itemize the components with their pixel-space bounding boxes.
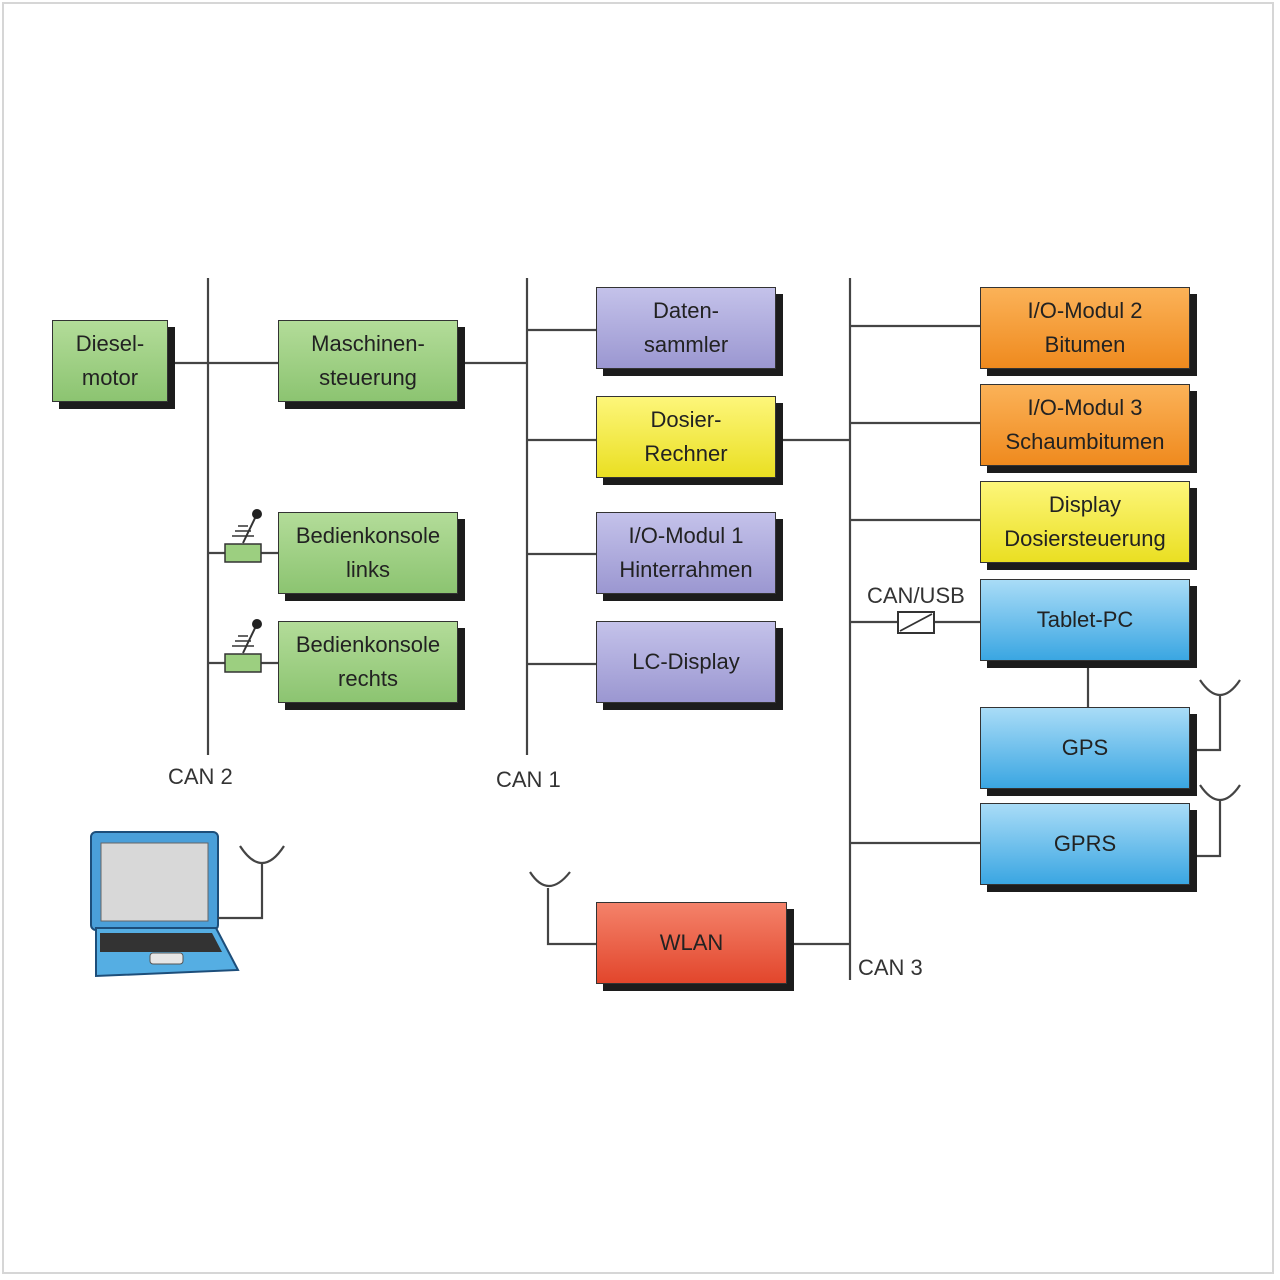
node-dieselmotor-line1: Diesel- [75,331,145,356]
antenna-icon [529,871,571,888]
can3-label: CAN 3 [858,955,923,980]
can2-label: CAN 2 [168,764,233,789]
laptop-icon [90,831,240,978]
joystick-icon [224,619,262,673]
node-lc-display: LC-Display [596,621,776,703]
node-io-modul-3-line1: I/O-Modul 3 [1027,395,1143,420]
node-datensammler-line1: Daten- [652,298,720,323]
node-dieselmotor: Diesel- motor [52,320,168,402]
gprs-antenna-lead [1190,800,1222,858]
node-datensammler: Daten- sammler [596,287,776,369]
antenna-icon [1199,679,1241,697]
node-io-modul-1-line2: Hinterrahmen [619,557,753,582]
node-io-modul-1-line1: I/O-Modul 1 [628,523,744,548]
node-io-modul-2-line2: Bitumen [1044,332,1126,357]
can1-label: CAN 1 [496,767,561,792]
node-lc-display-line1: LC-Display [632,649,740,674]
joystick-icon [224,509,262,563]
node-display-dosiersteuerung-line1: Display [1048,492,1122,517]
node-gps-line1: GPS [1061,735,1109,760]
node-io-modul-3: I/O-Modul 3 Schaumbitumen [980,384,1190,466]
node-gprs: GPRS [980,803,1190,885]
node-bedienkonsole-rechts-line1: Bedienkonsole [295,632,441,657]
node-bedienkonsole-links-line2: links [345,557,390,582]
node-maschinensteuerung-line2: steuerung [319,365,417,390]
node-dosierrechner-line2: Rechner [644,441,728,466]
node-dosierrechner: Dosier- Rechner [596,396,776,478]
node-dosierrechner-line1: Dosier- [650,407,722,432]
node-io-modul-2: I/O-Modul 2 Bitumen [980,287,1190,369]
antenna-icon [1199,784,1241,802]
node-maschinensteuerung-line1: Maschinen- [311,331,425,356]
node-io-modul-2-line1: I/O-Modul 2 [1027,298,1143,323]
node-display-dosiersteuerung-line2: Dosiersteuerung [1004,526,1166,551]
node-gps: GPS [980,707,1190,789]
antenna-icon [239,845,285,864]
node-io-modul-3-line2: Schaumbitumen [1005,429,1165,454]
node-tablet-pc: Tablet-PC [980,579,1190,661]
node-tablet-pc-line1: Tablet-PC [1036,607,1134,632]
node-bedienkonsole-rechts: Bedienkonsole rechts [278,621,458,703]
node-bedienkonsole-links-line1: Bedienkonsole [295,523,441,548]
laptop-antenna-lead [218,862,264,920]
node-wlan-line1: WLAN [659,930,724,955]
node-io-modul-1: I/O-Modul 1 Hinterrahmen [596,512,776,594]
node-gprs-line1: GPRS [1053,831,1117,856]
node-bedienkonsole-rechts-line2: rechts [338,666,398,691]
can-usb-label: CAN/USB [867,583,965,608]
node-wlan: WLAN [596,902,787,984]
node-bedienkonsole-links: Bedienkonsole links [278,512,458,594]
converter-icon [897,611,935,634]
gps-antenna-lead [1190,695,1222,752]
node-dieselmotor-line2: motor [81,365,139,390]
node-display-dosiersteuerung: Display Dosiersteuerung [980,481,1190,563]
node-datensammler-line2: sammler [643,332,729,357]
node-maschinensteuerung: Maschinen- steuerung [278,320,458,402]
wlan-antenna-lead [546,888,597,946]
